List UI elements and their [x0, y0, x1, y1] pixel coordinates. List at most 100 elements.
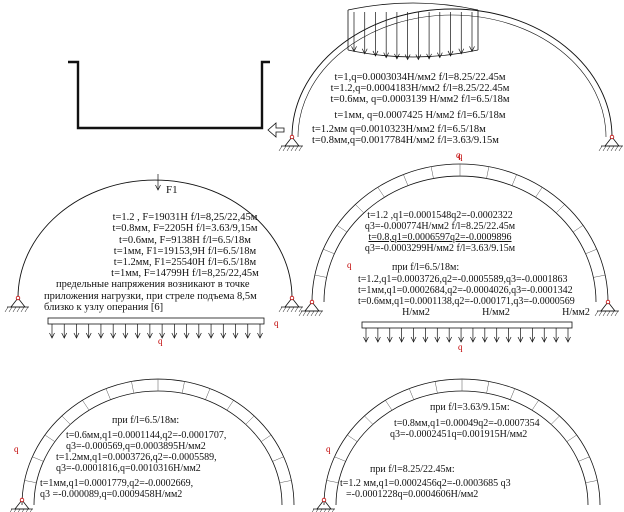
mr-line-4: q3=-0.0003299Н/мм2 f/l=3.63/9.15м	[364, 243, 516, 254]
br-arch-seg-3	[347, 434, 358, 442]
mr-line-5: при f/l=6.5/18м:	[392, 262, 460, 273]
br-support-left-pin	[321, 497, 327, 503]
tr-load-top	[347, 2, 479, 11]
ml-load-arrow-12-head	[196, 332, 202, 339]
mr-support-right-hatch-0	[594, 310, 599, 317]
bl-arch-seg-12	[245, 415, 255, 425]
ml-load-arrow-0-head	[49, 332, 55, 339]
ml-line-3: t=0.6мм, F=9138Н f/l=6.5/18м	[119, 235, 251, 246]
mr-arch-seg-2	[323, 248, 335, 255]
ml-load-arrow-9-head	[159, 332, 165, 339]
ml-support-left-hatch-3	[16, 306, 21, 313]
bl-line-2: t=0.6мм,q1=0.0001144,q2=-0.0001707,	[66, 430, 227, 441]
ml-support-left-pin	[15, 295, 21, 301]
tr-line-4: t=1мм, q=0.0007425 Н/мм2 f/l=6.5/18м	[334, 110, 506, 121]
tr-support-right-hatch-3	[610, 145, 615, 152]
br-arch-seg-13	[566, 434, 577, 442]
bl-arch-seg-6	[105, 388, 111, 400]
ml-line-4: t=1мм, F1=19153,9Н f/l=6.5/18м	[113, 246, 257, 257]
ml-load-arrow-16-head	[244, 332, 251, 339]
ml-line-1: t=1.2 , F=19031Н f/l=8,25/22,45м	[112, 212, 258, 223]
mr-support-left-hatch-2	[306, 310, 311, 317]
br-line-2: t=0.8мм,q1=0.00049q2=-0.0007354	[394, 418, 540, 429]
ml-support-left-hatch-2	[12, 306, 17, 313]
bl-arch-seg-3	[44, 434, 56, 442]
tr-support-left-hatch-2	[286, 145, 291, 152]
tr-support-left-hatch-3	[290, 145, 295, 152]
tr-support-left-hatch-1	[282, 145, 287, 152]
br-arch-seg-15	[585, 480, 598, 484]
tr-support-left-hatch-0	[278, 145, 283, 152]
mr-load-arrow-5-head	[422, 336, 429, 343]
mr-support-left-hatch-4	[314, 310, 319, 317]
tr-load-arrow-11-head	[469, 46, 475, 53]
ml-support-right-hatch-3	[290, 306, 295, 313]
br-arch-seg-14	[578, 456, 590, 462]
mr-load-arrow-16-head	[553, 336, 559, 343]
br-arch-seg-4	[364, 415, 374, 425]
mr-load-arrow-4-head	[410, 336, 417, 343]
ml-load-arrow-14-head	[220, 332, 227, 339]
mr-load-arrow-8-head	[458, 336, 464, 343]
mr-support-right-pin	[605, 299, 611, 305]
br-arch-seg-1	[326, 480, 339, 484]
ml-line-5: t=1.2мм, F1=25540Н f/l=6.5/18м	[113, 257, 257, 268]
ml-q-side: q	[274, 318, 279, 328]
br-arch-seg-7	[434, 381, 438, 394]
tr-load-arrow-10-head	[458, 48, 465, 55]
mr-support-right-hatch-5	[614, 310, 619, 317]
mr-load-arrow-14-head	[529, 336, 536, 343]
ml-support-left-hatch-4	[20, 306, 25, 313]
ml-load-arrow-10-head	[171, 332, 178, 339]
br-arch-seg-9	[486, 381, 490, 394]
mr-q-top: q	[458, 151, 463, 161]
ml-load-arrow-13-head	[208, 332, 214, 339]
ml-support-right-hatch-2	[286, 306, 291, 313]
tr-line-5: t=1.2мм q=0.0010323Н/мм2 f/l=6.5/18м	[312, 124, 486, 135]
br-line-6: =-0.0001228q=0.0004606Н/мм2	[346, 489, 479, 500]
tr-q-label: q	[456, 150, 461, 160]
mr-support-left-hatch-5	[318, 310, 323, 317]
mr-arch-seg-11	[535, 187, 543, 198]
ml-force-arrow-head	[155, 184, 161, 191]
tr-load-arrow-5-head	[404, 54, 411, 61]
ml-load-arrow-4-head	[98, 332, 104, 339]
mr-load-arrow-12-head	[505, 336, 512, 343]
bl-arch-seg-9	[181, 381, 185, 394]
ml-load-arrow-8-head	[147, 332, 153, 339]
bl-arch-seg-7	[131, 381, 135, 394]
bl-line-4: t=1.2мм,q1=0.0003726,q2=-0.0005589,	[56, 452, 217, 463]
mr-q-bottom: q	[458, 342, 463, 352]
bl-arch-seg-5	[82, 400, 90, 411]
ml-load-arrow-17-head	[257, 332, 263, 339]
tr-support-right-hatch-5	[618, 145, 623, 152]
ml-arch	[17, 179, 293, 299]
mr-support-right-hatch-2	[602, 310, 607, 317]
profile-pointer-arrow	[267, 122, 285, 138]
tr-support-right-pin	[609, 134, 615, 140]
bl-arch-seg-1	[24, 480, 37, 484]
mr-arch-seg-3	[336, 225, 348, 233]
br-arch-seg-2	[334, 456, 346, 462]
tr-load-arrow-7-head	[426, 53, 432, 60]
mr-arch-seg-14	[585, 248, 597, 255]
mr-load-arrow-13-head	[517, 336, 524, 343]
mr-support-right-hatch-1	[598, 310, 603, 317]
ml-load-arrow-2-head	[73, 332, 80, 339]
ml-load-arrow-1-head	[61, 332, 68, 339]
mr-load-arrow-6-head	[434, 336, 441, 343]
ml-line-6: t=1мм, F=14799Н f/l=8,25/22,45м	[111, 268, 259, 279]
ml-force-label: F1	[166, 184, 178, 196]
mr-arch-seg-6	[403, 174, 409, 186]
ml-support-right-hatch-0	[278, 306, 283, 313]
ml-load-bar	[47, 317, 265, 325]
tr-load-arrow-0-head	[351, 46, 357, 53]
mr-unit-1: Н/мм2	[402, 307, 430, 318]
tr-support-right-hatch-4	[614, 145, 619, 152]
mr-line-7: t=1мм,q1=0.0002684,q2=-0.0004026,q3=-0.0…	[358, 285, 573, 296]
tr-load-arrow-1-head	[361, 48, 368, 55]
mr-arch-seg-9	[486, 166, 490, 179]
mr-support-left-hatch-3	[310, 310, 315, 317]
mr-arch-seg-4	[355, 204, 365, 214]
ml-load-arrow-15-head	[232, 332, 239, 339]
